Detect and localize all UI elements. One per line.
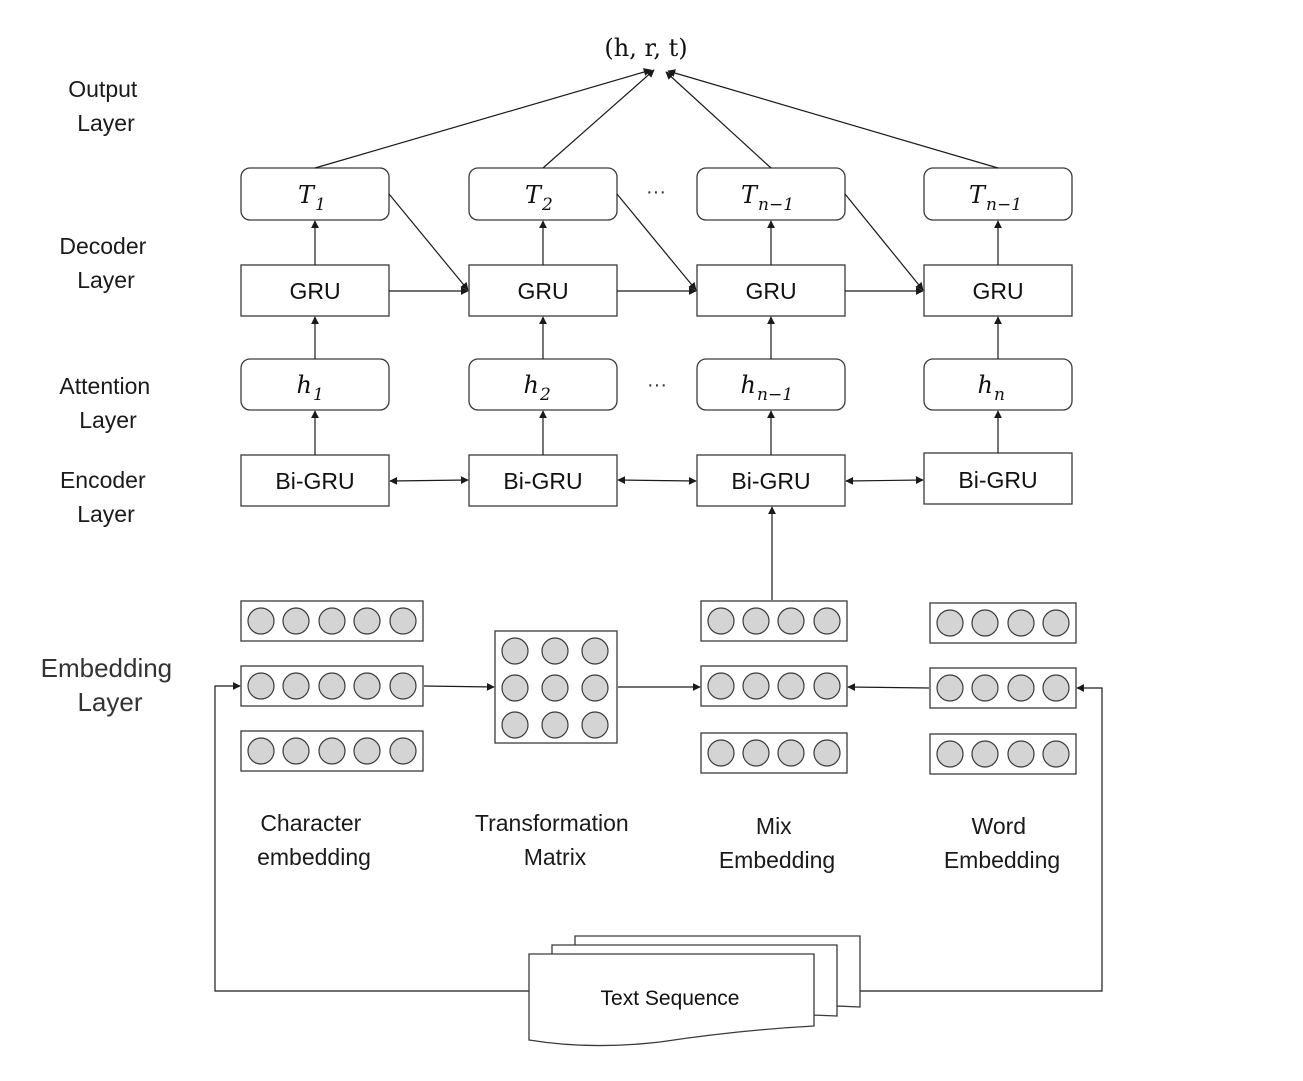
gru-node: GRU	[923, 264, 1073, 317]
mix-embedding-block	[700, 600, 848, 774]
svg-text:GRU: GRU	[517, 278, 568, 304]
hidden-state-node: h n−1	[696, 358, 846, 411]
svg-text:1: 1	[315, 195, 326, 215]
text-sequence-label: Text Sequence	[601, 987, 740, 1010]
output-triple: (h, r, t)	[604, 34, 687, 62]
word-embedding-block	[929, 602, 1077, 775]
decoder-output-node: T 2	[468, 167, 618, 221]
embedding-layer-label: Embedding Layer	[41, 653, 180, 717]
gru-node: GRU	[468, 264, 618, 317]
svg-text:GRU: GRU	[972, 278, 1023, 304]
embedding-edges	[214, 506, 1103, 992]
svg-text:n−1: n−1	[986, 195, 1022, 215]
decoder-output-node: T n−1	[923, 167, 1073, 221]
output-edges	[314, 68, 999, 169]
decoder-output-node: T 1	[240, 167, 390, 221]
hidden-state-node: h 1	[240, 358, 390, 411]
character-embedding-label: Character embedding	[257, 810, 371, 870]
word-embedding-label: Word Embedding	[944, 813, 1060, 873]
vertical-edges	[311, 220, 1002, 455]
svg-text:h: h	[297, 371, 312, 399]
bidirectional-encoder-edges	[389, 476, 924, 485]
svg-text:n: n	[994, 385, 1005, 405]
bigru-node: Bi-GRU	[468, 454, 618, 507]
gru-node: GRU	[240, 264, 390, 317]
svg-text:Bi-GRU: Bi-GRU	[503, 468, 582, 494]
bigru-node: Bi-GRU	[696, 454, 846, 507]
svg-text:1: 1	[313, 385, 324, 405]
hidden-state-node: h 2	[468, 358, 618, 411]
svg-text:2: 2	[541, 195, 553, 215]
svg-text:2: 2	[539, 385, 551, 405]
svg-text:n−1: n−1	[758, 195, 794, 215]
svg-text:Bi-GRU: Bi-GRU	[731, 468, 810, 494]
encoder-layer-label: Encoder Layer	[60, 467, 152, 527]
svg-text:Bi-GRU: Bi-GRU	[958, 467, 1037, 493]
svg-text:h: h	[524, 371, 539, 399]
transformation-matrix-label: Transformation Matrix	[475, 810, 635, 870]
svg-text:h: h	[741, 371, 756, 399]
bigru-node: Bi-GRU	[240, 454, 390, 507]
attention-layer-label: Attention Layer	[59, 373, 156, 433]
svg-text:GRU: GRU	[745, 278, 796, 304]
svg-text:h: h	[978, 371, 993, 399]
bigru-node: Bi-GRU	[923, 452, 1073, 505]
svg-text:GRU: GRU	[289, 278, 340, 304]
svg-text:T: T	[741, 181, 759, 209]
transformation-matrix-block	[494, 630, 618, 744]
svg-text:T: T	[525, 181, 543, 209]
decoder-output-node: T n−1	[696, 167, 846, 221]
gru-node: GRU	[696, 264, 846, 317]
svg-text:T: T	[298, 181, 316, 209]
decoder-layer-label: Decoder Layer	[59, 233, 152, 293]
svg-text:T: T	[969, 181, 987, 209]
text-sequence-document-stack: Text Sequence	[528, 935, 861, 1047]
character-embedding-block	[240, 600, 424, 772]
hidden-state-node: h n	[923, 358, 1073, 411]
svg-text:Bi-GRU: Bi-GRU	[275, 468, 354, 494]
decoder-ellipsis: ···	[646, 181, 666, 203]
mix-embedding-label: Mix Embedding	[719, 813, 835, 873]
output-layer-label: Output Layer	[68, 76, 143, 136]
svg-text:n−1: n−1	[757, 385, 793, 405]
attention-ellipsis: ···	[647, 374, 667, 396]
decoder-recurrent-edges	[388, 193, 924, 295]
